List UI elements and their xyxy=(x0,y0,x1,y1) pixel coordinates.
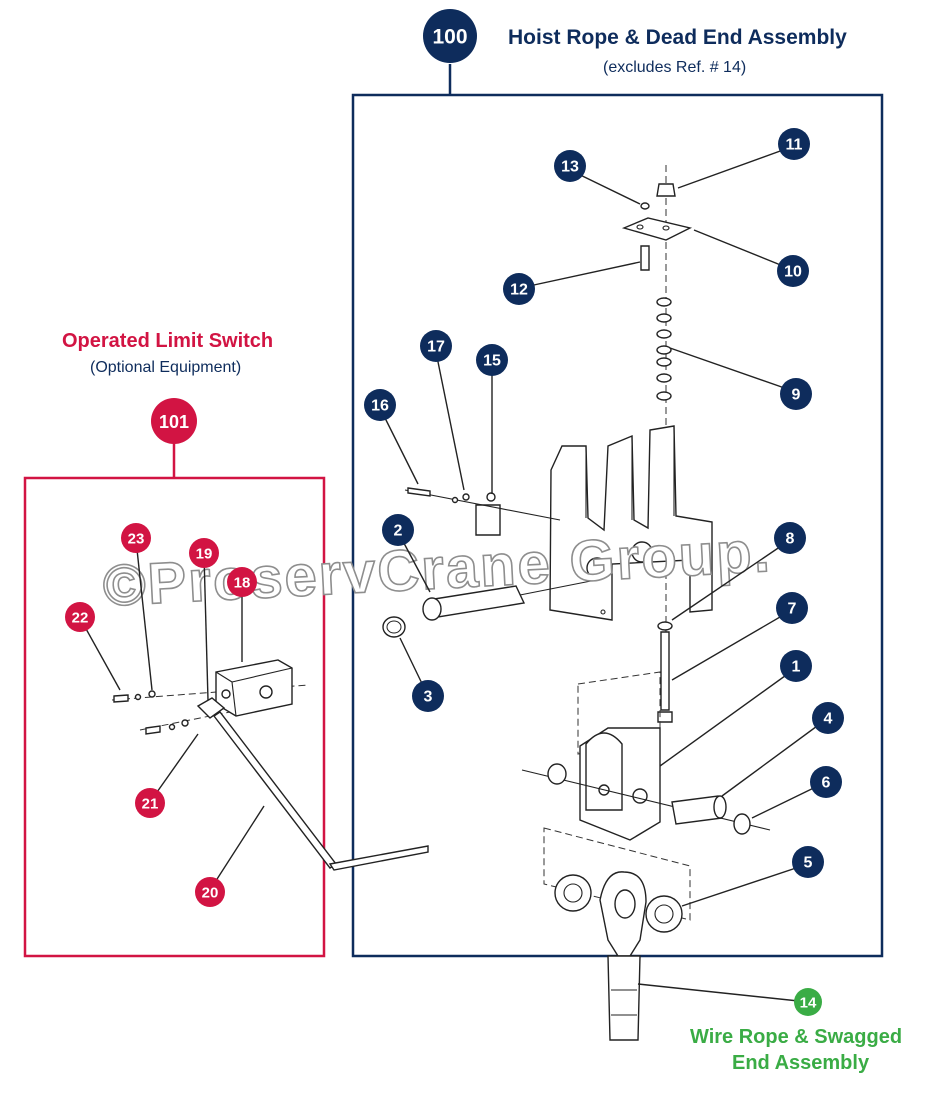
badge-100: 100 xyxy=(423,9,477,63)
assembly-100-subtitle: (excludes Ref. # 14) xyxy=(603,59,747,76)
callout-8: 8 xyxy=(774,522,806,554)
callout-8-label: 8 xyxy=(786,531,795,548)
callout-4-label: 4 xyxy=(824,711,833,728)
callout-19: 19 xyxy=(189,538,219,568)
callout-21: 21 xyxy=(135,788,165,818)
leader-lines-101 xyxy=(79,539,265,891)
callout-1: 1 xyxy=(780,650,812,682)
callout-13: 13 xyxy=(554,150,586,182)
callout-9-label: 9 xyxy=(792,387,801,404)
callout-4: 4 xyxy=(812,702,844,734)
callout-20-label: 20 xyxy=(202,885,219,902)
callout-12-label: 12 xyxy=(510,282,528,299)
callout-18: 18 xyxy=(227,567,257,597)
callout-13-label: 13 xyxy=(561,159,579,176)
callout-5-label: 5 xyxy=(804,855,813,872)
dead-end-assembly-drawing xyxy=(382,165,771,1041)
callout-2: 2 xyxy=(382,514,414,546)
limit-switch-drawing xyxy=(111,659,429,871)
assembly-101-subtitle: (Optional Equipment) xyxy=(90,359,242,376)
callout-1-label: 1 xyxy=(792,659,801,676)
callout-22: 22 xyxy=(65,602,95,632)
callout-12: 12 xyxy=(503,273,535,305)
callout-15: 15 xyxy=(476,344,508,376)
callout-23: 23 xyxy=(121,523,151,553)
callout-17-label: 17 xyxy=(427,339,445,356)
assembly-101-title: Operated Limit Switch xyxy=(62,330,274,352)
callout-6: 6 xyxy=(810,766,842,798)
callout-16-label: 16 xyxy=(371,398,389,415)
callout-10-label: 10 xyxy=(784,264,802,281)
callout-23-label: 23 xyxy=(128,531,145,548)
callout-7-label: 7 xyxy=(788,601,797,618)
callout-21-label: 21 xyxy=(142,796,159,813)
callouts-101: 18 19 20 21 22 23 xyxy=(65,523,257,907)
callout-17: 17 xyxy=(420,330,452,362)
callout-9: 9 xyxy=(780,378,812,410)
callout-19-label: 19 xyxy=(196,546,213,563)
callouts-100: 1 2 3 4 5 6 7 8 9 10 11 12 13 15 16 17 xyxy=(364,128,844,878)
callout-2-label: 2 xyxy=(394,523,403,540)
callout-18-label: 18 xyxy=(234,575,251,592)
assembly-14-title-line1: Wire Rope & Swagged xyxy=(690,1026,903,1048)
callout-3: 3 xyxy=(412,680,444,712)
callout-11: 11 xyxy=(778,128,810,160)
callout-16: 16 xyxy=(364,389,396,421)
badge-101: 101 xyxy=(151,398,197,444)
badge-14-label: 14 xyxy=(800,995,817,1012)
callout-11-label: 11 xyxy=(786,137,803,154)
assembly-14-title-line2: End Assembly xyxy=(732,1052,870,1074)
badge-101-label: 101 xyxy=(159,412,189,432)
callout-15-label: 15 xyxy=(483,353,501,370)
assembly-100-title: Hoist Rope & Dead End Assembly xyxy=(508,26,847,49)
callout-10: 10 xyxy=(777,255,809,287)
badge-14: 14 xyxy=(794,988,822,1016)
callout-20: 20 xyxy=(195,877,225,907)
callout-3-label: 3 xyxy=(424,689,433,706)
callout-5: 5 xyxy=(792,846,824,878)
callout-7: 7 xyxy=(776,592,808,624)
badge-100-label: 100 xyxy=(432,26,467,49)
callout-6-label: 6 xyxy=(822,775,831,792)
callout-22-label: 22 xyxy=(72,610,89,627)
